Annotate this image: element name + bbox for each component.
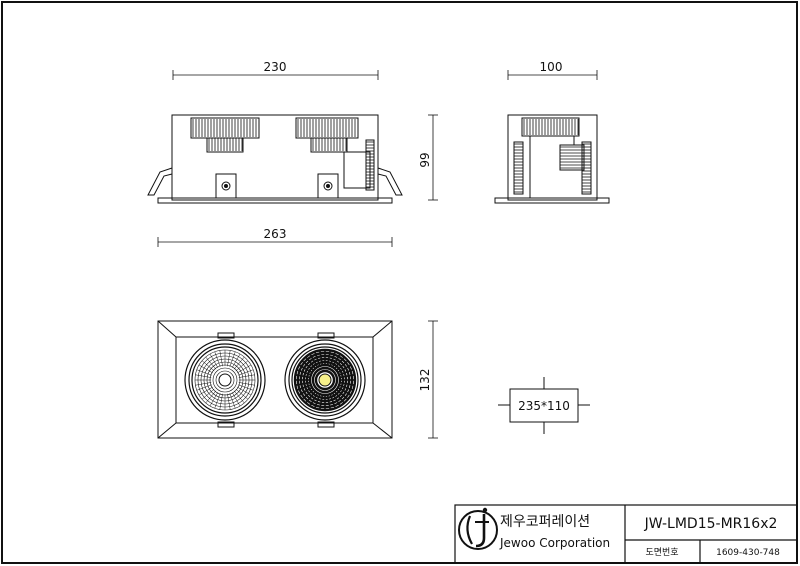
- company-name-english: Jewoo Corporation: [499, 536, 610, 550]
- front-view: [147, 114, 403, 204]
- drawing-number: 1609-430-748: [716, 548, 780, 558]
- dim-front-overall: [157, 237, 393, 247]
- side-view: [494, 114, 610, 204]
- left-lamp: [184, 339, 266, 421]
- dim-front-width-label: 230: [264, 60, 287, 74]
- dim-side-width-label: 100: [540, 60, 563, 74]
- right-lamp: [284, 339, 366, 421]
- dim-front-width: [172, 70, 379, 80]
- dim-front-height-label: 99: [418, 152, 432, 167]
- title-block: [454, 504, 798, 564]
- model-number: JW-LMD15-MR16x2: [644, 516, 778, 532]
- dim-side-width: [507, 70, 598, 80]
- bottom-view: [157, 320, 393, 439]
- front-heatsink-fins: [192, 119, 374, 188]
- company-name-korean: 제우코퍼레이션: [500, 514, 590, 530]
- cutout-symbol: [498, 377, 590, 434]
- side-heatsink-fins: [514, 119, 591, 193]
- dim-front-height: [428, 114, 438, 201]
- drawing-number-label: 도면번호: [645, 547, 678, 558]
- cutout-label: 235*110: [518, 399, 570, 413]
- dim-bottom-height: [428, 320, 438, 439]
- jewoo-logo: [458, 507, 498, 550]
- dim-front-overall-label: 263: [264, 227, 287, 241]
- dim-bottom-height-label: 132: [418, 369, 432, 392]
